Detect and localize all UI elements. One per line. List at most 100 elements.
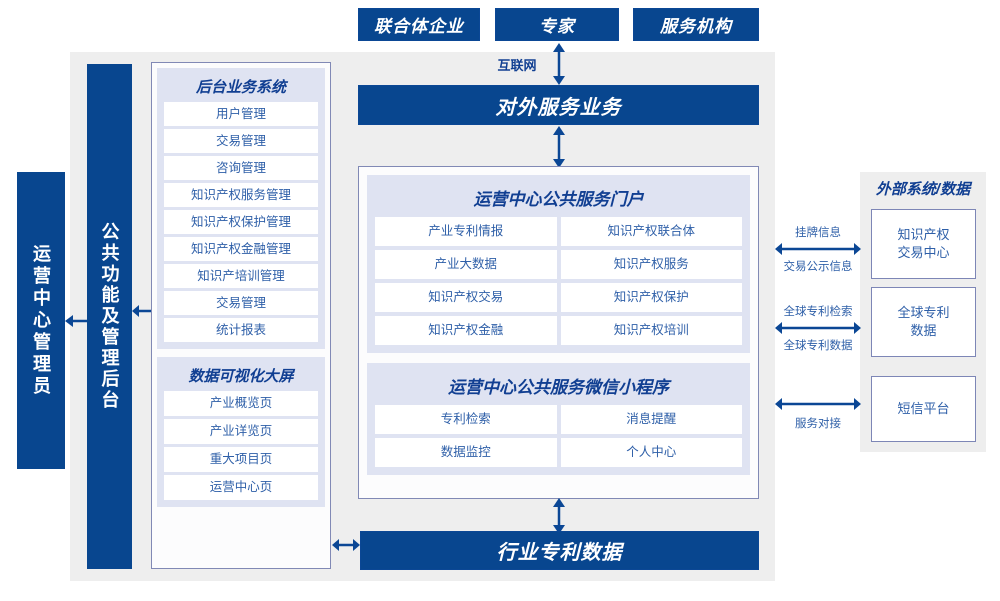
common-function-bar[interactable]: 公共功能及管理后台 [87,64,132,569]
label-text: 挂牌信息 [795,227,841,239]
item-label: 知识产权金融 [428,323,504,338]
backend-system-title: 后台业务系统 [195,79,286,96]
item-label: 咨询管理 [215,160,266,175]
external-title-text: 外部系统/数据 [875,181,971,198]
label-text: 全球专利数据 [783,340,853,352]
item-label: 数据监控 [440,445,491,460]
portal-item[interactable]: 知识产权保护 [560,283,742,312]
miniprogram-group: 运营中心公共服务微信小程序 专利检索 消息提醒 数据监控 个人中心 [367,363,750,475]
item-label: 产业详览页 [209,424,273,439]
visualization-group: 数据可视化大屏 产业概览页 产业详览页 重大项目页 运营中心页 [157,357,325,507]
common-function-label: 公共功能及管理后台 [99,222,120,411]
list-item[interactable]: 统计报表 [164,318,318,342]
list-item[interactable]: 咨询管理 [164,156,318,180]
connector-2-label-above: 全球专利检索 [775,303,861,319]
portal-item[interactable]: 知识产权培训 [560,316,742,345]
portal-panel: 运营中心公共服务门户 产业专利情报 知识产权联合体 产业大数据 知识产权服务 知… [358,166,759,499]
portal-title: 运营中心公共服务门户 [473,190,644,209]
miniprogram-item[interactable]: 数据监控 [375,438,557,467]
connector-1-arrow [775,240,861,258]
list-item[interactable]: 产业概览页 [164,391,318,416]
connector-3-arrow [775,395,861,413]
item-label: 知识产权联合体 [607,224,695,239]
external-box-label: 短信平台 [897,401,950,417]
actor-label: 专家 [539,17,575,36]
external-box-label: 全球专利数据 [897,305,950,338]
label-text: 服务对接 [795,418,841,430]
connector-3-label-below: 服务对接 [775,415,861,431]
list-item[interactable]: 知识产权服务管理 [164,183,318,207]
miniprogram-item[interactable]: 专利检索 [375,405,557,434]
miniprogram-item[interactable]: 个人中心 [560,438,742,467]
list-item[interactable]: 重大项目页 [164,447,318,472]
item-label: 用户管理 [215,106,266,121]
connector-1-label-below: 交易公示信息 [775,258,861,274]
connector-2-label-below: 全球专利数据 [775,337,861,353]
list-item[interactable]: 知识产培训管理 [164,264,318,288]
portal-item[interactable]: 知识产权联合体 [560,217,742,246]
visualization-title: 数据可视化大屏 [188,368,294,385]
portal-item[interactable]: 知识产权金融 [375,316,557,345]
label-text: 交易公示信息 [783,261,853,273]
item-label: 重大项目页 [209,452,273,467]
internet-text: 互联网 [497,58,537,73]
actor-box-consortium[interactable]: 联合体企业 [358,8,480,41]
item-label: 产业概览页 [209,396,273,411]
portal-item[interactable]: 产业专利情报 [375,217,557,246]
item-label: 消息提醒 [626,412,677,427]
backend-system-list: 用户管理 交易管理 咨询管理 知识产权服务管理 知识产权保护管理 知识产权金融管… [164,102,318,342]
operation-center-admin-bar[interactable]: 运营中心管理员 [17,172,65,469]
item-label: 知识产权保护 [613,290,689,305]
external-box-ip-exchange[interactable]: 知识产权交易中心 [871,209,976,279]
list-item[interactable]: 交易管理 [164,291,318,315]
external-service-label: 对外服务业务 [495,96,622,119]
item-label: 知识产权保护管理 [190,214,291,229]
backend-system-group: 后台业务系统 用户管理 交易管理 咨询管理 知识产权服务管理 知识产权保护管理 … [157,68,325,349]
item-label: 知识产权交易 [428,290,504,305]
list-item[interactable]: 知识产权保护管理 [164,210,318,234]
portal-item[interactable]: 知识产权交易 [375,283,557,312]
external-box-sms-platform[interactable]: 短信平台 [871,376,976,442]
miniprogram-grid: 专利检索 消息提醒 数据监控 个人中心 [375,405,742,467]
portal-item[interactable]: 产业大数据 [375,250,557,279]
list-item[interactable]: 用户管理 [164,102,318,126]
item-label: 知识产权金融管理 [190,241,291,256]
item-label: 知识产权服务管理 [190,187,291,202]
backend-visualization-panel: 后台业务系统 用户管理 交易管理 咨询管理 知识产权服务管理 知识产权保护管理 … [151,62,331,569]
label-text: 全球专利检索 [783,306,853,318]
actor-label: 服务机构 [660,17,732,36]
portal-to-industry-arrow [548,498,570,534]
actor-box-expert[interactable]: 专家 [495,8,619,41]
item-label: 知识产培训管理 [197,268,285,283]
miniprogram-title: 运营中心公共服务微信小程序 [448,378,669,397]
item-label: 运营中心页 [209,480,273,495]
list-item[interactable]: 产业详览页 [164,419,318,444]
item-label: 专利检索 [440,412,491,427]
connector-2-arrow [775,319,861,337]
external-systems-title: 外部系统/数据 [860,178,986,200]
list-item[interactable]: 运营中心页 [164,475,318,500]
admin-label: 运营中心管理员 [31,243,51,398]
service-to-portal-arrow [548,126,570,168]
item-label: 个人中心 [626,445,677,460]
external-box-global-patent[interactable]: 全球专利数据 [871,287,976,357]
item-label: 统计报表 [215,322,266,337]
portal-group: 运营中心公共服务门户 产业专利情报 知识产权联合体 产业大数据 知识产权服务 知… [367,175,750,353]
list-item[interactable]: 交易管理 [164,129,318,153]
miniprogram-item[interactable]: 消息提醒 [560,405,742,434]
backend-to-industry-arrow [332,534,360,556]
connector-1-label-above: 挂牌信息 [775,224,861,240]
portal-item[interactable]: 知识产权服务 [560,250,742,279]
item-label: 交易管理 [215,295,266,310]
external-service-bar[interactable]: 对外服务业务 [358,85,759,125]
item-label: 交易管理 [215,133,266,148]
industry-patent-data-bar[interactable]: 行业专利数据 [360,531,759,570]
list-item[interactable]: 知识产权金融管理 [164,237,318,261]
internet-arrow [548,42,570,86]
industry-data-label: 行业专利数据 [496,542,623,564]
actor-box-service-org[interactable]: 服务机构 [633,8,759,41]
portal-grid: 产业专利情报 知识产权联合体 产业大数据 知识产权服务 知识产权交易 知识产权保… [375,217,742,345]
item-label: 产业大数据 [434,257,497,272]
item-label: 知识产权培训 [613,323,689,338]
